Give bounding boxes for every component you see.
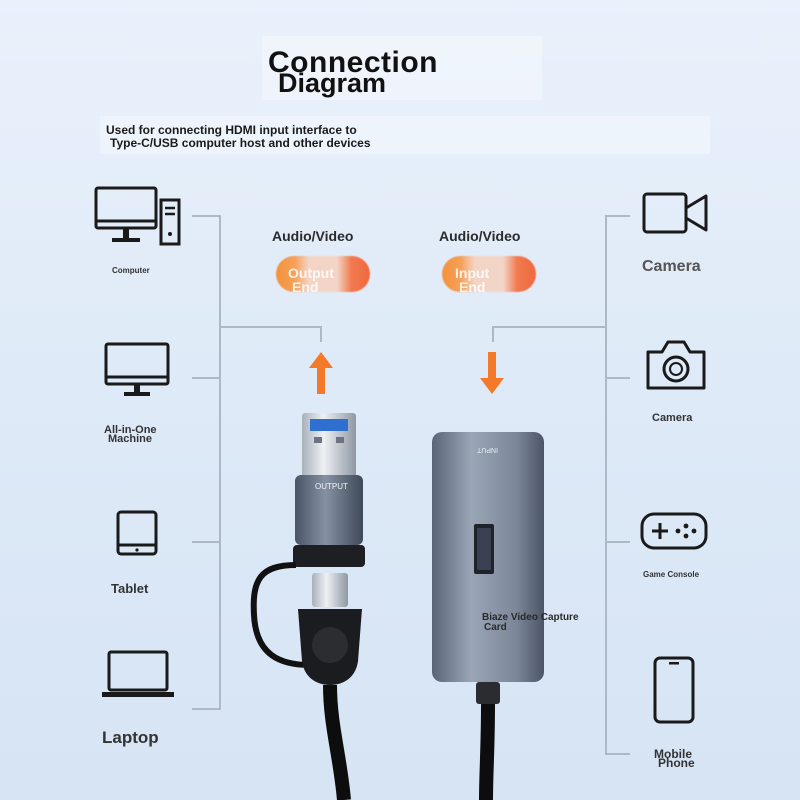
capture-card-illustration: INPUT — [432, 432, 544, 800]
subtitle-line1: Used for connecting HDMI input interface… — [106, 123, 357, 137]
usb-adapter-illustration: OUTPUT — [250, 413, 365, 800]
subtitle-line2: Type-C/USB computer host and other devic… — [110, 136, 371, 150]
output-heading: Audio/Video — [272, 228, 354, 244]
page-title-line1: Connection — [268, 46, 438, 79]
left-branch-laptop — [192, 708, 220, 710]
device-label-aio-line1: All-in-One — [104, 424, 157, 436]
monitor-icon — [104, 342, 170, 396]
page-title-line2: Diagram — [278, 68, 387, 98]
device-label-phone-line2: Phone — [658, 756, 695, 770]
right-connector-v — [492, 326, 494, 342]
left-tree-trunk — [219, 215, 221, 710]
device-label-aio: All-in-One Machine — [104, 424, 157, 445]
output-end-line1: Output — [288, 265, 334, 281]
left-branch-aio — [192, 377, 220, 379]
device-label-aio-line2: Machine — [108, 433, 153, 445]
desktop-computer-icon — [94, 186, 181, 246]
right-branch-camera2 — [606, 377, 630, 379]
device-label-laptop: Laptop — [102, 728, 159, 747]
right-connector-h — [492, 326, 606, 328]
gamepad-icon — [640, 512, 708, 550]
right-branch-game — [606, 541, 630, 543]
tablet-icon — [116, 510, 158, 556]
capture-card-name: Biaze Video Capture Card — [482, 613, 579, 633]
device-label-camera-video: Camera — [642, 258, 701, 275]
left-connector-h — [220, 326, 322, 328]
input-end-line1: Input — [455, 265, 490, 281]
device-label-tablet: Tablet — [111, 581, 149, 596]
title-background — [262, 36, 542, 100]
right-branch-camera1 — [606, 215, 630, 217]
subtitle-background — [100, 116, 710, 154]
arrow-down-icon — [480, 352, 504, 394]
right-tree-trunk — [605, 215, 607, 755]
input-heading: Audio/Video — [439, 228, 521, 244]
left-branch-computer — [192, 215, 220, 217]
device-label-computer: Computer — [112, 266, 150, 275]
arrow-up-icon — [309, 352, 333, 394]
left-branch-tablet — [192, 541, 220, 543]
video-camera-icon — [642, 192, 708, 234]
laptop-icon — [102, 650, 174, 697]
output-end-pill — [276, 256, 370, 292]
output-end-label: Output End — [288, 266, 334, 294]
subtitle: Used for connecting HDMI input interface… — [106, 124, 371, 150]
device-label-mobile-phone: Mobile Phone — [654, 747, 695, 770]
right-branch-phone — [606, 753, 630, 755]
capture-card-name-line1: Biaze Video Capture — [482, 612, 579, 623]
card-input-label: INPUT — [476, 446, 498, 453]
input-end-label: Input End — [455, 266, 489, 294]
device-label-phone-line1: Mobile — [654, 747, 692, 761]
photo-camera-icon — [646, 340, 706, 390]
usb-output-label: OUTPUT — [315, 482, 348, 491]
capture-card-name-line2: Card — [484, 622, 507, 633]
left-connector-v — [320, 326, 322, 342]
input-end-line2: End — [459, 279, 486, 295]
input-end-pill — [442, 256, 536, 292]
device-label-game-console: Game Console — [643, 570, 700, 579]
output-end-line2: End — [292, 279, 319, 295]
device-label-camera-photo: Camera — [652, 412, 693, 424]
mobile-phone-icon — [653, 656, 695, 724]
